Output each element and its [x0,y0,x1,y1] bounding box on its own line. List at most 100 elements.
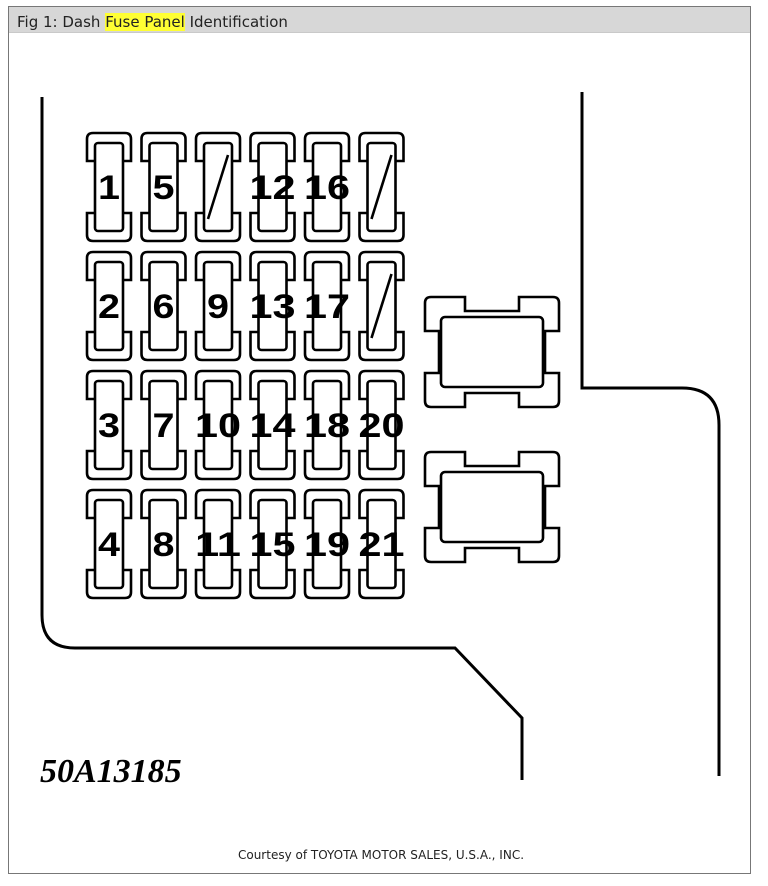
fuse-number: 21 [359,526,405,564]
fuse-number: 4 [98,526,120,564]
fuse-slot: 14 [249,369,296,481]
fuse-slot: 9 [194,250,242,362]
fuse-number: 11 [195,526,241,564]
fuse-housing [85,250,133,362]
fuse-body [93,141,125,233]
fuse-housing [249,488,296,600]
relay-housing [423,450,561,564]
fuse-housing [249,369,296,481]
fuse-body [311,379,343,471]
fuse-body [148,141,179,233]
fuse-slot: 19 [303,488,351,600]
fuse-body [311,498,343,590]
part-code: 50A13185 [40,753,182,790]
panel-left-outline [40,97,524,780]
fuse-number: 15 [250,526,296,564]
fuse-body [257,141,288,233]
fuse-slot: 21 [358,488,405,600]
fuse-housing [85,369,133,481]
fuse-body [93,498,125,590]
empty-slot-slash [206,154,230,220]
fuse-number: 10 [195,407,241,445]
fuse-slot: 2 [85,250,133,362]
fuse-body [93,260,125,352]
fuse-number: 13 [250,288,296,326]
fuse-housing [85,131,133,243]
fuse-number: 3 [98,407,120,445]
panel-right-outline [580,92,721,776]
fuse-number: 19 [304,526,350,564]
fuse-slot: 12 [249,131,296,243]
fuse-housing [358,250,405,362]
fuse-housing [194,131,242,243]
fuse-slot: 11 [194,488,242,600]
fuse-housing [303,131,351,243]
fuse-number: 1 [98,169,120,207]
fuse-body [366,379,397,471]
fuse-number: 2 [98,288,120,326]
fuse-number: 18 [304,407,350,445]
fuse-slot: 13 [249,250,296,362]
fuse-body [257,498,288,590]
figure-title: Fig 1: Dash Fuse Panel Identification [17,13,288,31]
relay-body [439,315,545,389]
fuse-slot: 8 [140,488,187,600]
courtesy-credit: Courtesy of TOYOTA MOTOR SALES, U.S.A., … [237,848,525,862]
fuse-body [148,379,179,471]
fuse-housing [140,369,187,481]
fuse-slot [358,250,405,362]
relay-group [423,295,561,564]
fuse-housing [140,131,187,243]
fuse-slot: 7 [140,369,187,481]
fuse-body [311,141,343,233]
fuse-housing [303,488,351,600]
title-highlight: Fuse Panel [105,13,185,31]
fuse-housing [194,488,242,600]
fuse-slot: 6 [140,250,187,362]
relay-housing [423,295,561,409]
title-prefix: Fig 1: Dash [17,13,106,31]
fuse-housing [85,488,133,600]
fuse-number: 17 [304,288,350,326]
fuse-body [202,260,234,352]
fuse-number: 8 [153,526,175,564]
fuse-body [257,379,288,471]
fuse-number: 12 [250,169,296,207]
fuse-body [202,379,234,471]
empty-slot-slash [370,273,393,339]
fuse-housing [140,250,187,362]
fuse-body [366,498,397,590]
fuse-housing [358,131,405,243]
fuse-slot: 1 [85,131,133,243]
fuse-slot: 16 [303,131,351,243]
fuse-slot: 17 [303,250,351,362]
fuse-body [257,260,288,352]
fuse-number: 14 [250,407,296,445]
fuse-slot [358,131,405,243]
relay [423,295,561,409]
fuse-slot: 4 [85,488,133,600]
fuse-slot: 15 [249,488,296,600]
fuse-number: 20 [359,407,405,445]
fuse-body [202,498,234,590]
fuse-body [93,379,125,471]
fuse-slot: 18 [303,369,351,481]
figure-title-bar: Fig 1: Dash Fuse Panel Identification [9,7,750,33]
fuse-housing [249,131,296,243]
fuse-slot: 5 [140,131,187,243]
fuse-housing [303,369,351,481]
fuse-number: 5 [153,169,175,207]
fuse-slot [194,131,242,243]
fuse-housing [249,250,296,362]
fuse-slot: 20 [358,369,405,481]
fuse-housing [358,488,405,600]
empty-slot-slash [370,154,393,220]
fuse-number: 16 [304,169,350,207]
fuse-slot: 3 [85,369,133,481]
relay-body [439,470,545,544]
relay [423,450,561,564]
fuse-housing [303,250,351,362]
fuse-body [311,260,343,352]
